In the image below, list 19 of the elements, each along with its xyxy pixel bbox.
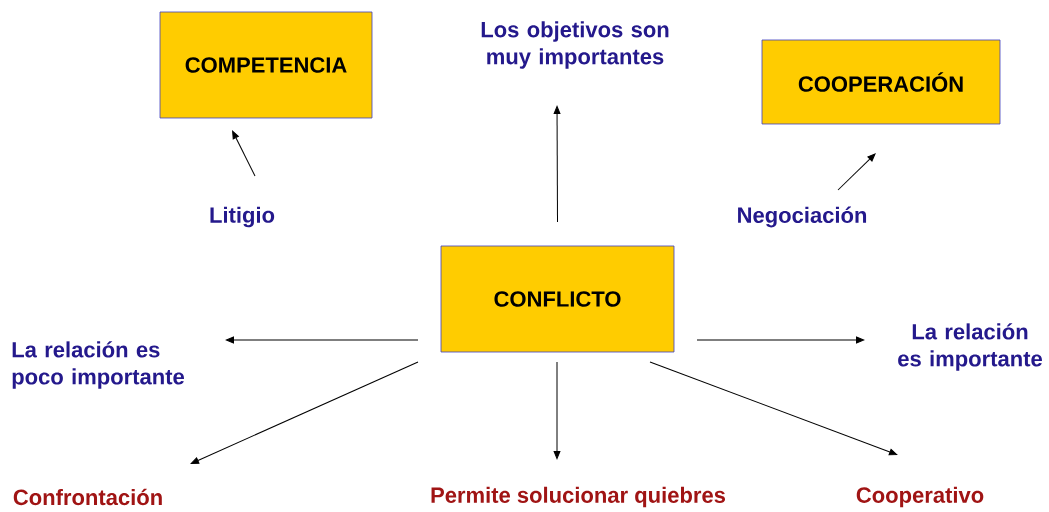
text-label: Permite solucionar quiebres [431, 486, 726, 508]
process-box: COMPETENCIA [159, 11, 373, 119]
text-label: La relación es poco importante [12, 341, 184, 389]
arrow [232, 130, 256, 177]
arrow [649, 361, 898, 456]
text-label: Negociación [738, 206, 867, 228]
process-box: CONFLICTO [440, 245, 675, 353]
text-label: Litigio [210, 206, 275, 228]
process-box: COOPERACIÓN [761, 39, 1001, 125]
arrow [837, 153, 876, 191]
arrow [553, 105, 561, 223]
text-label: La relación es importante [898, 323, 1042, 371]
arrow [190, 361, 419, 464]
text-label: Los objetivos son muy importantes [481, 21, 669, 69]
arrow [225, 336, 419, 344]
text-label: Confrontación [13, 488, 162, 506]
arrow [696, 336, 865, 344]
text-label: Cooperativo [856, 486, 984, 508]
arrow [553, 361, 561, 460]
